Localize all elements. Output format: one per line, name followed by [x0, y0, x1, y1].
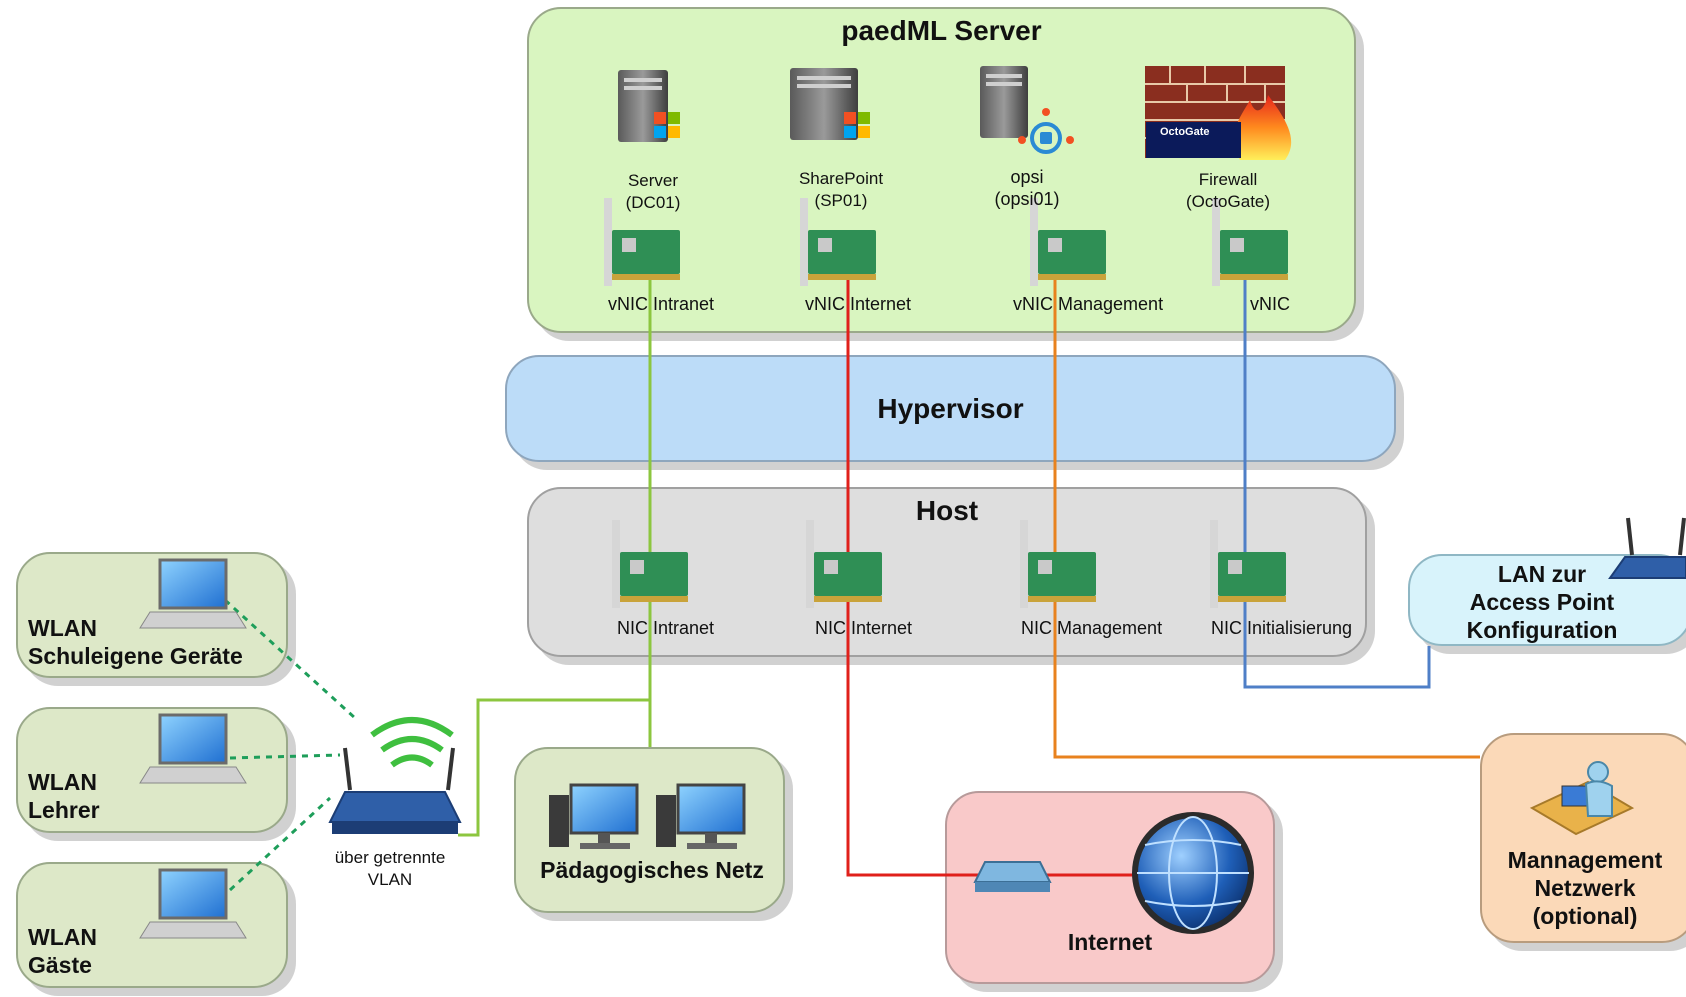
router-vlan-line2: VLAN: [367, 870, 413, 889]
wlan-router-icon: [328, 717, 462, 834]
wlan-schuleigene-line2: Schuleigene Geräte: [28, 643, 243, 669]
server-dc01-label: Server (DC01): [626, 170, 681, 214]
internet-label: Internet: [1067, 929, 1153, 955]
host-title: Host: [915, 495, 979, 526]
server-dc01-id: (DC01): [625, 193, 681, 212]
hypervisor-title: Hypervisor: [877, 393, 1024, 424]
lan-ap-line1: LAN zur: [1497, 561, 1587, 587]
management-line2: Netzwerk: [1534, 875, 1636, 901]
server-dc01-name: Server: [627, 171, 679, 190]
lan-ap-label: LAN zur Access Point Konfiguration: [1467, 560, 1618, 644]
server-opsi01-name: opsi: [1010, 167, 1044, 187]
vnic-internet-label: vNIC Internet: [805, 294, 912, 314]
lan-ap-line3: Konfiguration: [1466, 617, 1618, 643]
wlan-schuleigene-label: WLAN Schuleigene Geräte: [28, 614, 243, 670]
router-vlan-label: über getrennte VLAN: [335, 847, 446, 891]
nic-initialisierung-label: NIC Initialisierung: [1211, 618, 1353, 638]
nic-internet-label: NIC Internet: [815, 618, 913, 638]
firewall-id: (OctoGate): [1185, 192, 1271, 211]
lan-ap-line2: Access Point: [1469, 589, 1615, 615]
vnic-label: vNIC: [1250, 294, 1290, 314]
wlan-gaeste-line1: WLAN: [28, 924, 97, 950]
firewall-badge-label: OctoGate: [1160, 126, 1210, 138]
server-sp01-id: (SP01): [814, 191, 868, 210]
server-sp01-label: SharePoint (SP01): [799, 168, 883, 212]
management-box: [1480, 733, 1686, 943]
router-vlan-line1: über getrennte: [334, 848, 446, 867]
paed-netz-box: [514, 747, 785, 913]
paed-netz-label: Pädagogisches Netz: [540, 857, 764, 883]
server-opsi01-label: opsi (opsi01): [994, 166, 1059, 210]
server-sp01-name: SharePoint: [798, 169, 884, 188]
wlan-gaeste-line2: Gäste: [28, 952, 92, 978]
paedml-server-title: paedML Server: [841, 15, 1042, 46]
wlan-lehrer-line1: WLAN: [28, 769, 97, 795]
wlan-lehrer-label: WLAN Lehrer: [28, 768, 100, 824]
firewall-name: Firewall: [1198, 170, 1258, 189]
nic-management-label: NIC Management: [1021, 618, 1163, 638]
wlan-lehrer-line2: Lehrer: [28, 797, 100, 823]
firewall-label: Firewall (OctoGate): [1186, 169, 1270, 213]
management-label: Mannagement Netzwerk (optional): [1508, 846, 1663, 930]
management-line1: Mannagement: [1507, 847, 1663, 873]
wlan-gaeste-label: WLAN Gäste: [28, 923, 97, 979]
management-line3: (optional): [1532, 903, 1638, 929]
vnic-intranet-label: vNIC Intranet: [608, 294, 715, 314]
server-opsi01-id: (opsi01): [994, 189, 1060, 209]
hypervisor-box: Hypervisor: [505, 355, 1396, 462]
vnic-management-label: vNIC Management: [1013, 294, 1164, 314]
nic-intranet-label: NIC Intranet: [617, 618, 715, 638]
wlan-schuleigene-line1: WLAN: [28, 615, 97, 641]
